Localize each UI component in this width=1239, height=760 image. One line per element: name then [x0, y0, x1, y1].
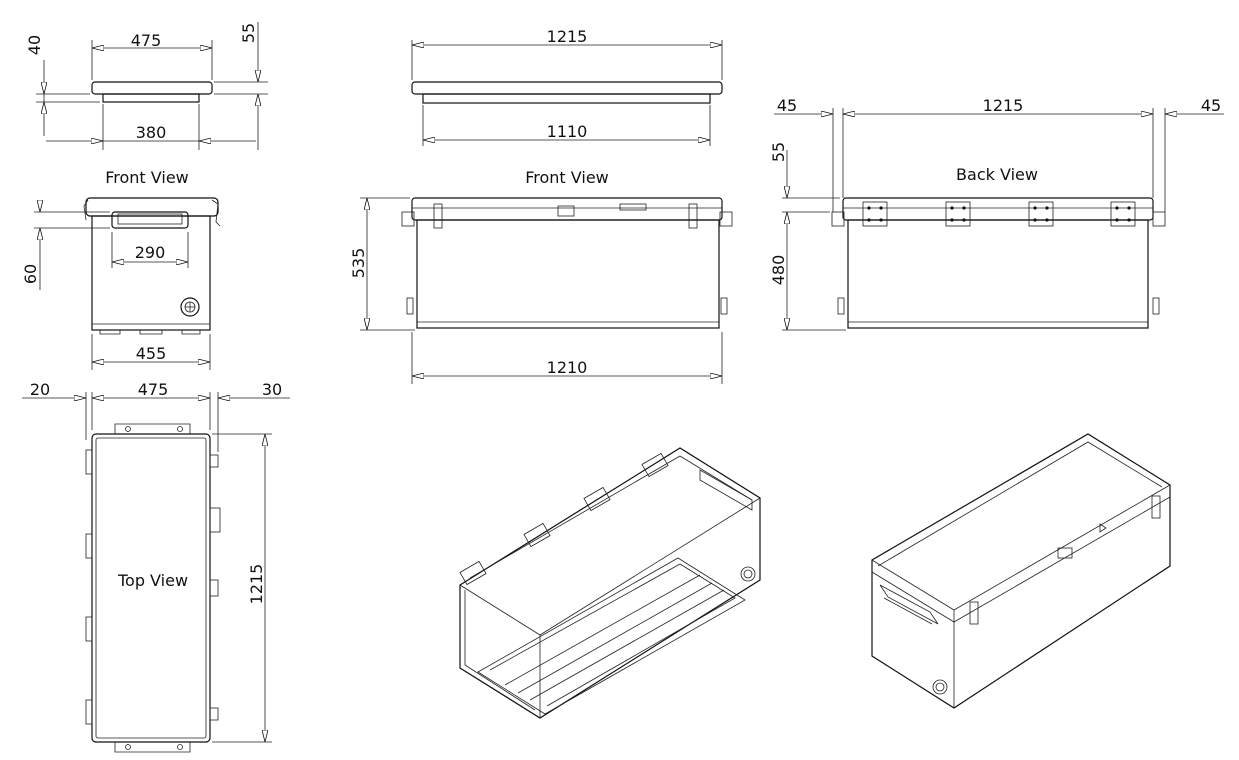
label-back-view: Back View: [956, 165, 1038, 184]
isometric-view-closed: [871, 433, 1171, 709]
dim-lid-large-inner: 1110: [547, 122, 588, 141]
dim-lid-small-width: 475: [131, 31, 162, 50]
dim-top-width: 475: [138, 380, 169, 399]
dim-back-left-overhang: 45: [777, 96, 797, 115]
dim-side-handle-width: 290: [135, 243, 166, 262]
dim-lid-small-height: 40: [25, 35, 44, 55]
dim-back-width: 1215: [983, 96, 1024, 115]
dim-back-lid-height: 55: [769, 142, 788, 162]
isometric-view-bottom: [459, 447, 761, 719]
dim-lid-small-inner: 380: [136, 123, 167, 142]
dim-back-right-overhang: 45: [1201, 96, 1221, 115]
lid-front-view: 1215 1110: [411, 27, 723, 146]
dim-front-base-width: 1210: [547, 358, 588, 377]
dim-side-body-width: 455: [136, 344, 167, 363]
dim-lid-small-right: 55: [239, 23, 258, 43]
lid-side-view: 475 380 40 55: [25, 22, 268, 150]
front-view: 1210 535: [349, 197, 733, 384]
dim-top-length: 1215: [247, 564, 266, 605]
back-view: 45 1215 45 55 480: [769, 96, 1224, 331]
hinges: [862, 201, 1136, 227]
dim-back-body-height: 480: [769, 255, 788, 286]
dim-front-height: 535: [349, 248, 368, 279]
dim-side-handle-height: 60: [21, 264, 40, 284]
dim-top-left-offset: 20: [30, 380, 50, 399]
top-view: 20 475 30 1215: [22, 380, 290, 753]
dim-top-right-offset: 30: [262, 380, 282, 399]
label-front-view-small: Front View: [105, 168, 189, 187]
label-front-view-large: Front View: [525, 168, 609, 187]
side-view: 290 60 455: [21, 197, 221, 370]
label-top-view: Top View: [117, 571, 188, 590]
dim-lid-large-width: 1215: [547, 27, 588, 46]
